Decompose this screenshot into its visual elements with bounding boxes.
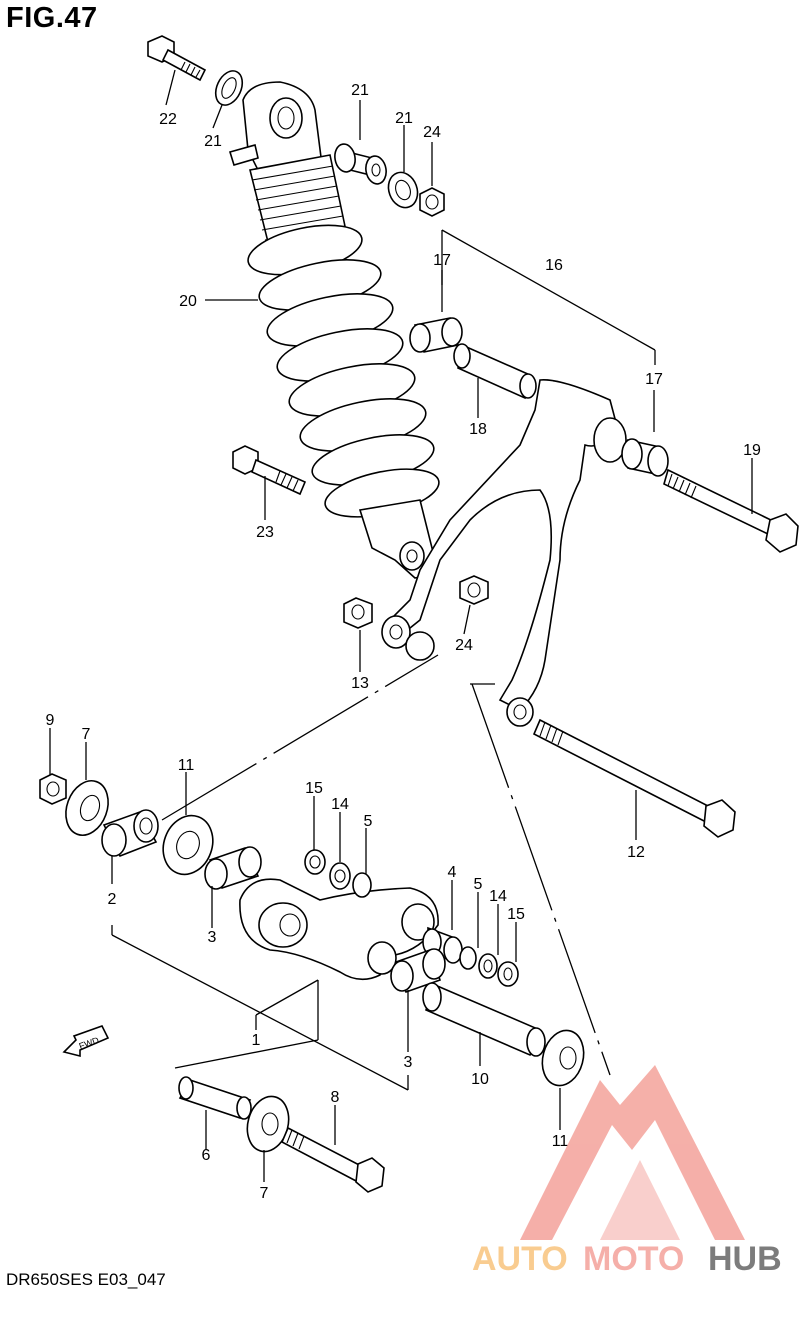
- washer-14b: [478, 953, 498, 979]
- label-16: 16: [545, 257, 563, 274]
- washer-11a: [162, 814, 214, 876]
- cushion-rod-1: [239, 878, 439, 981]
- label-20: 20: [179, 293, 197, 310]
- bolt-12: [532, 718, 736, 838]
- label-1: 1: [252, 1032, 261, 1049]
- label-9: 9: [46, 712, 55, 729]
- label-24b: 24: [455, 637, 473, 654]
- label-5b: 5: [474, 876, 483, 893]
- spacer-21b: [334, 143, 387, 185]
- label-14a: 14: [331, 796, 349, 813]
- svg-text:AUTO: AUTO: [472, 1240, 568, 1278]
- spacer-6: [178, 1076, 252, 1120]
- bolt-8: [280, 1126, 385, 1193]
- label-21a: 21: [204, 133, 222, 150]
- washer-14a: [329, 862, 351, 890]
- label-17b: 17: [645, 371, 663, 388]
- bushing-3b: [390, 948, 446, 994]
- nut-24b: [459, 575, 489, 605]
- label-13: 13: [351, 675, 369, 692]
- forward-arrow-icon: [62, 1025, 110, 1058]
- label-19: 19: [743, 442, 761, 459]
- label-11b: 11: [552, 1133, 569, 1150]
- label-17a: 17: [433, 252, 451, 269]
- label-21c: 21: [395, 110, 413, 127]
- washer-7a: [65, 780, 109, 836]
- label-14b: 14: [489, 888, 507, 905]
- bolt-23: [232, 445, 307, 496]
- bolt-19: [663, 468, 799, 553]
- oil-seal-15b: [497, 961, 519, 987]
- nut-24a: [419, 187, 445, 217]
- label-2: 2: [108, 891, 117, 908]
- bolt-22: [147, 35, 207, 82]
- label-23: 23: [256, 524, 274, 541]
- label-24a: 24: [423, 124, 441, 141]
- label-22: 22: [159, 111, 177, 128]
- washer-11b: [541, 1029, 585, 1087]
- svg-text:HUB: HUB: [708, 1240, 782, 1278]
- label-3b: 3: [404, 1054, 413, 1071]
- bushing-17a: [409, 317, 463, 353]
- spacer-18: [453, 343, 537, 400]
- cushion-lever-16: [381, 379, 627, 727]
- washer-21c: [387, 171, 419, 209]
- label-18: 18: [469, 421, 487, 438]
- shock-absorber-20: [228, 81, 440, 579]
- label-6: 6: [202, 1147, 211, 1164]
- figure-title: FIG.47: [6, 2, 98, 34]
- label-21b: 21: [351, 82, 369, 99]
- label-10: 10: [471, 1071, 489, 1088]
- label-7a: 7: [82, 726, 91, 743]
- nut-13: [343, 597, 373, 629]
- label-5a: 5: [364, 813, 373, 830]
- bushing-2: [101, 809, 159, 858]
- leader-lines: [49, 69, 753, 1182]
- washer-7b: [246, 1095, 290, 1153]
- label-15a: 15: [305, 780, 323, 797]
- bushing-3a: [204, 846, 262, 890]
- label-7b: 7: [260, 1185, 269, 1202]
- label-11a: 11: [178, 757, 195, 774]
- spacer-10: [422, 982, 546, 1057]
- label-12: 12: [627, 844, 645, 861]
- washer-21a: [214, 70, 244, 106]
- bushing-17b: [621, 438, 669, 477]
- nut-9: [39, 773, 67, 805]
- oil-seal-15a: [304, 849, 326, 875]
- label-15b: 15: [507, 906, 525, 923]
- automotohub-watermark-logo: AUTO MOTO HUB: [472, 1065, 782, 1278]
- bearing-5a: [352, 872, 372, 898]
- part-labels: 22 21 21 21 24 16 17 17 18 19 20 23 13 2…: [46, 82, 761, 1202]
- label-3a: 3: [208, 929, 217, 946]
- diagram-code: DR650SES E03_047: [6, 1270, 166, 1289]
- label-8: 8: [331, 1089, 340, 1106]
- bearing-5b: [459, 946, 477, 970]
- label-4: 4: [448, 864, 457, 881]
- svg-text:MOTO: MOTO: [583, 1240, 684, 1278]
